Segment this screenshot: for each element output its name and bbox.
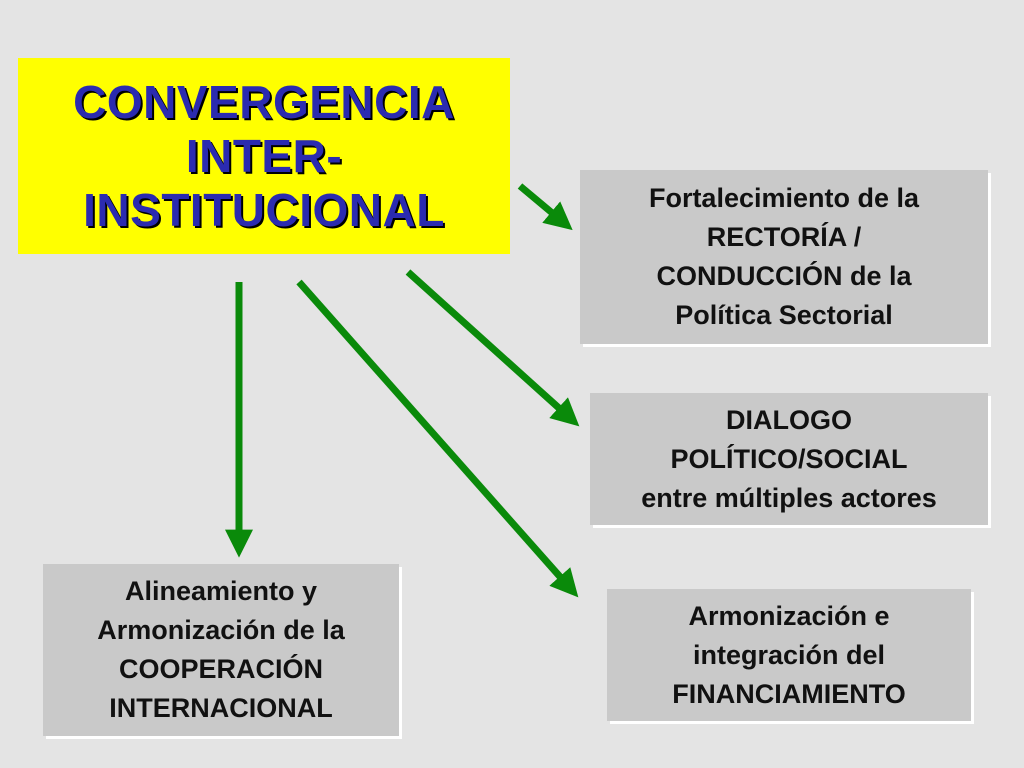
financiamiento-line-3: FINANCIAMIENTO [672, 678, 906, 709]
rectoria-line-2: RECTORÍA / [706, 222, 862, 252]
title-line-1: CONVERGENCIA [73, 76, 455, 128]
title-line-3: INSTITUCIONAL [83, 184, 445, 236]
cooperacion-line-1: Alineamiento y [124, 576, 318, 606]
dialogo-line-1: DIALOGO [726, 404, 852, 435]
rectoria-line-1: Fortalecimiento de la [648, 183, 920, 213]
dialogo-box: DIALOGO POLÍTICO/SOCIAL entre múltiples … [590, 393, 988, 525]
financiamiento-box: Armonización e integración del FINANCIAM… [607, 589, 971, 721]
cooperacion-line-4: INTERNACIONAL [109, 693, 333, 723]
financiamiento-line-1: Armonización e [688, 600, 890, 631]
title-line-2: INTER- [185, 130, 343, 182]
rectoria-line-3: CONDUCCIÓN de la [656, 261, 912, 291]
arrow-to-rectoria [517, 183, 573, 231]
financiamiento-line-2: integración del [692, 639, 886, 670]
dialogo-line-3: entre múltiples actores [641, 482, 937, 513]
arrow-to-financiamiento [296, 279, 579, 598]
rectoria-line-4: Política Sectorial [675, 300, 893, 330]
main-concept-box: CONVERGENCIA INTER- INSTITUCIONAL [18, 58, 510, 254]
arrow-to-dialogo [405, 269, 580, 427]
rectoria-box: Fortalecimiento de la RECTORÍA / CONDUCC… [580, 170, 988, 344]
cooperacion-line-3: COOPERACIÓN [118, 654, 324, 684]
cooperacion-box: Alineamiento y Armonización de la COOPER… [43, 564, 399, 736]
cooperacion-line-2: Armonización de la [97, 615, 345, 645]
dialogo-line-2: POLÍTICO/SOCIAL [670, 443, 908, 474]
